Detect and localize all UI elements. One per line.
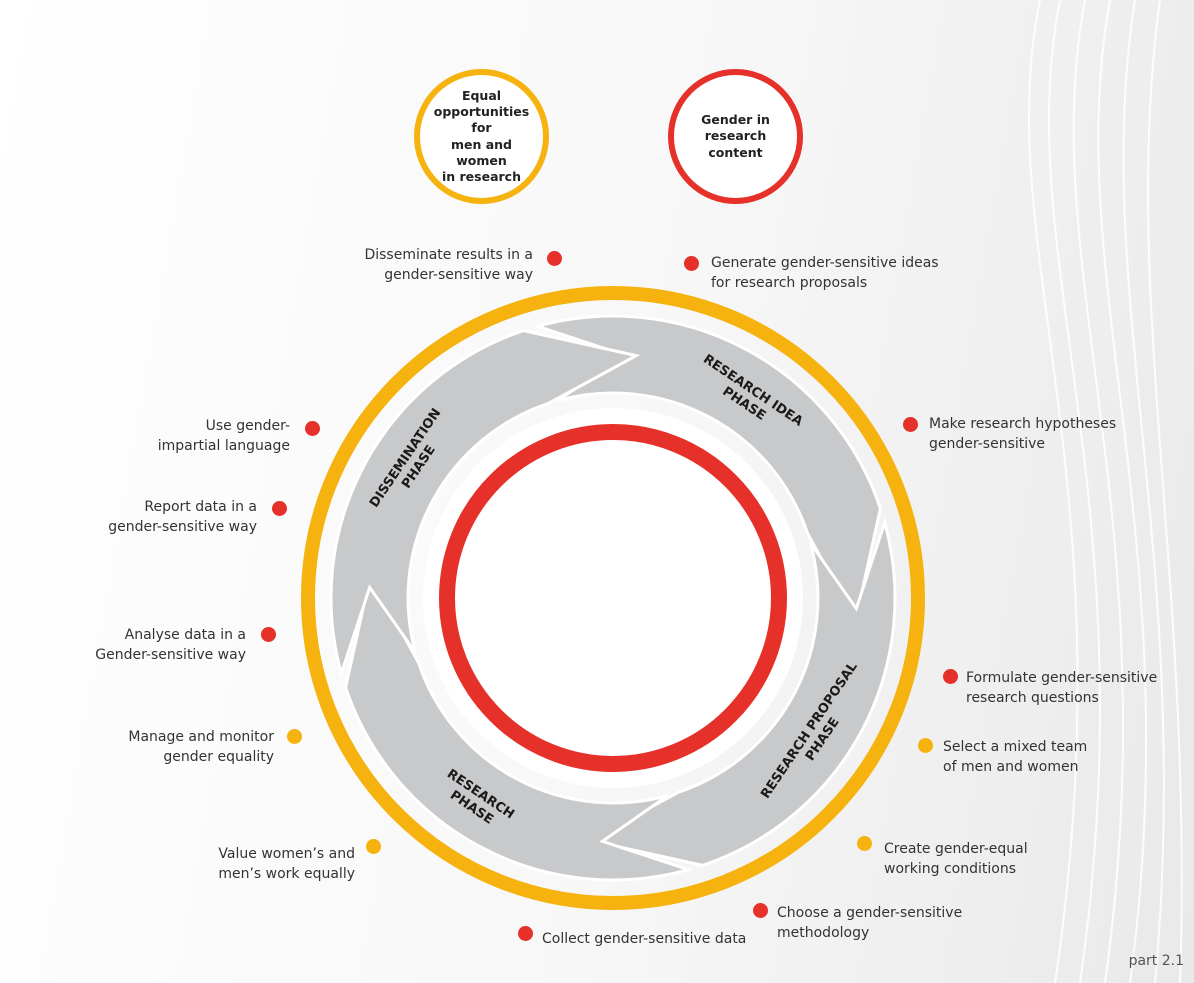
bullet-dot-yellow <box>287 729 302 744</box>
item-hypotheses: Make research hypotheses gender-sensitiv… <box>929 416 1117 453</box>
bullet-dot-red <box>753 903 768 918</box>
item-working-conditions: Create gender-equal working conditions <box>884 841 1028 878</box>
inner-red-ring <box>439 424 787 772</box>
item-collect-data: Collect gender-sensitive data <box>542 931 747 947</box>
item-report-data: Report data in a gender-sensitive way <box>108 499 257 536</box>
bullet-dot-red <box>943 669 958 684</box>
legend-equal-opportunities: Equal opportunities for men and women in… <box>414 69 549 204</box>
bullet-dot-yellow <box>918 738 933 753</box>
legend-gender-content: Gender in research content <box>668 69 803 204</box>
item-research-questions: Formulate gender-sensitive research ques… <box>966 670 1158 707</box>
bullet-dot-red <box>261 627 276 642</box>
arrow-research-phase <box>344 570 694 882</box>
item-generate-ideas: Generate gender-sensitive ideas for rese… <box>711 255 939 292</box>
item-methodology: Choose a gender-sensitive methodology <box>777 905 963 942</box>
bullet-dot-red <box>272 501 287 516</box>
item-value-work: Value women’s and men’s work equally <box>218 846 355 883</box>
legend-gender-content-label: Gender in research content <box>701 112 770 160</box>
inner-white-disc <box>423 408 803 788</box>
bullet-dot-red <box>305 421 320 436</box>
bullet-dot-red <box>518 926 533 941</box>
item-impartial-language: Use gender- impartial language <box>157 418 290 455</box>
item-analyse-data: Analyse data in a Gender-sensitive way <box>95 627 246 664</box>
arrow-research-proposal-phase <box>585 517 897 867</box>
arrow-research-idea-phase <box>532 314 882 626</box>
bullet-dot-red <box>903 417 918 432</box>
item-disseminate-results: Disseminate results in a gender-sensitiv… <box>364 247 533 284</box>
outer-yellow-ring <box>301 286 925 910</box>
bullet-dot-yellow <box>857 836 872 851</box>
bullet-dot-red <box>547 251 562 266</box>
phase-arrows <box>329 314 897 882</box>
legend-equal-opportunities-label: Equal opportunities for men and women in… <box>433 87 530 184</box>
arrow-dissemination-phase <box>329 329 641 679</box>
bullet-dot-red <box>684 256 699 271</box>
item-mixed-team: Select a mixed team of men and women <box>943 739 1088 776</box>
part-label: part 2.1 <box>1128 953 1184 969</box>
bullet-dot-yellow <box>366 839 381 854</box>
item-manage-monitor: Manage and monitor gender equality <box>128 729 274 766</box>
